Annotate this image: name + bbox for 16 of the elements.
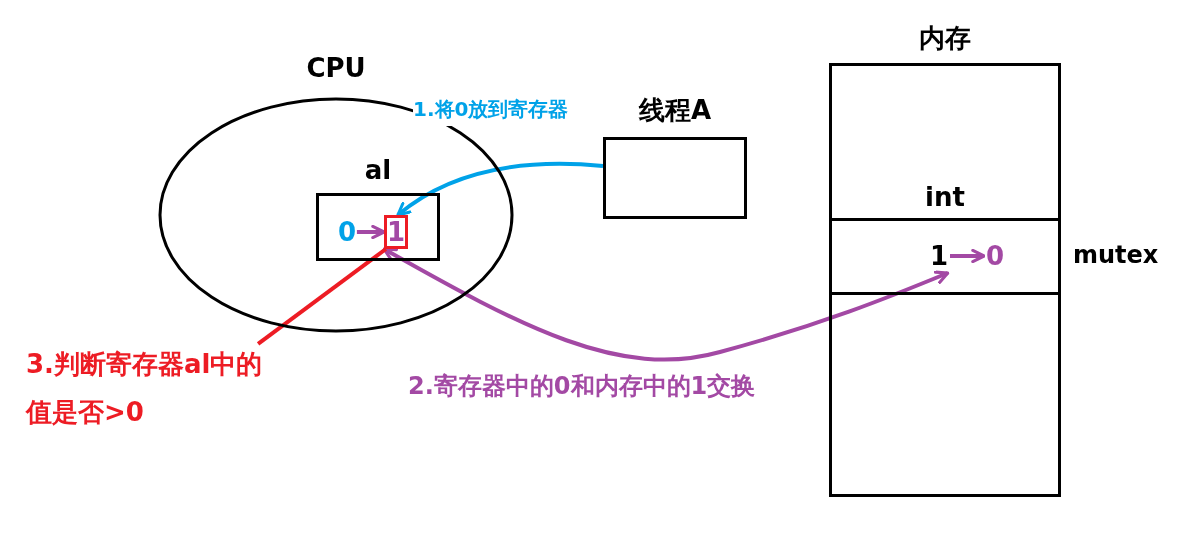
value-text: 1 (928, 239, 950, 273)
arrow (356, 224, 386, 240)
arrow (396, 161, 604, 217)
leader-line (256, 247, 388, 346)
node-heading: al (363, 154, 393, 187)
node-heading: 内存 (918, 22, 972, 55)
arrow (382, 247, 950, 362)
node-heading: CPU (305, 52, 367, 85)
node-heading: 线程A (637, 94, 713, 127)
note-text: 3.判断寄存器al中的值是否>0 (26, 340, 266, 436)
highlight-box: 1 (384, 215, 408, 249)
arrow (950, 248, 986, 264)
value-text: 0 (336, 215, 358, 249)
side-label: mutex (1073, 240, 1159, 271)
value-text: 0 (984, 239, 1006, 273)
node-heading: int (924, 181, 966, 214)
